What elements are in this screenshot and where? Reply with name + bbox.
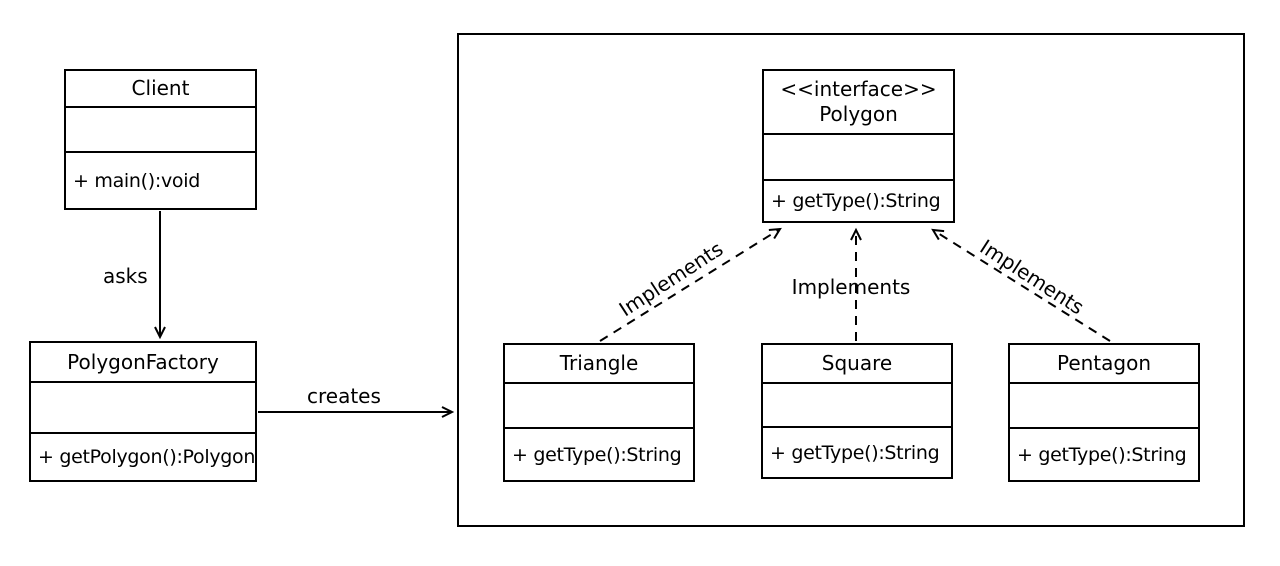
class-polygonfactory-methods: + getPolygon():Polygon <box>38 446 256 468</box>
asks-label: asks <box>103 264 148 288</box>
implements-label-square: Implements <box>791 275 911 299</box>
class-client: Client + main():void <box>64 69 257 210</box>
class-triangle-name: Triangle <box>505 345 693 384</box>
interface-polygon-name: <<interface>> Polygon <box>764 71 953 135</box>
class-square: Square + getType():String <box>761 343 953 479</box>
implementations-boundary-box <box>457 33 1245 527</box>
class-triangle: Triangle + getType():String <box>503 343 695 482</box>
interface-polygon-stereotype: <<interface>> <box>780 77 937 101</box>
class-square-name: Square <box>763 345 951 384</box>
interface-polygon: <<interface>> Polygon + getType():String <box>762 69 955 223</box>
class-triangle-methods: + getType():String <box>512 443 682 466</box>
interface-polygon-attributes <box>764 135 953 181</box>
class-polygonfactory-name: PolygonFactory <box>31 343 255 383</box>
interface-polygon-title: Polygon <box>819 102 898 126</box>
class-polygonfactory-attributes <box>31 383 255 434</box>
creates-label: creates <box>307 384 381 408</box>
class-square-methods: + getType():String <box>770 441 940 464</box>
class-client-methods: + main():void <box>73 169 200 192</box>
interface-polygon-methods: + getType():String <box>771 190 941 212</box>
class-client-attributes <box>66 108 255 153</box>
class-pentagon-methods: + getType():String <box>1017 443 1187 466</box>
class-square-attributes <box>763 384 951 428</box>
class-pentagon-name: Pentagon <box>1010 345 1198 384</box>
class-client-name: Client <box>66 71 255 108</box>
class-polygonfactory: PolygonFactory + getPolygon():Polygon <box>29 341 257 482</box>
class-triangle-attributes <box>505 384 693 429</box>
class-pentagon: Pentagon + getType():String <box>1008 343 1200 482</box>
class-pentagon-attributes <box>1010 384 1198 429</box>
